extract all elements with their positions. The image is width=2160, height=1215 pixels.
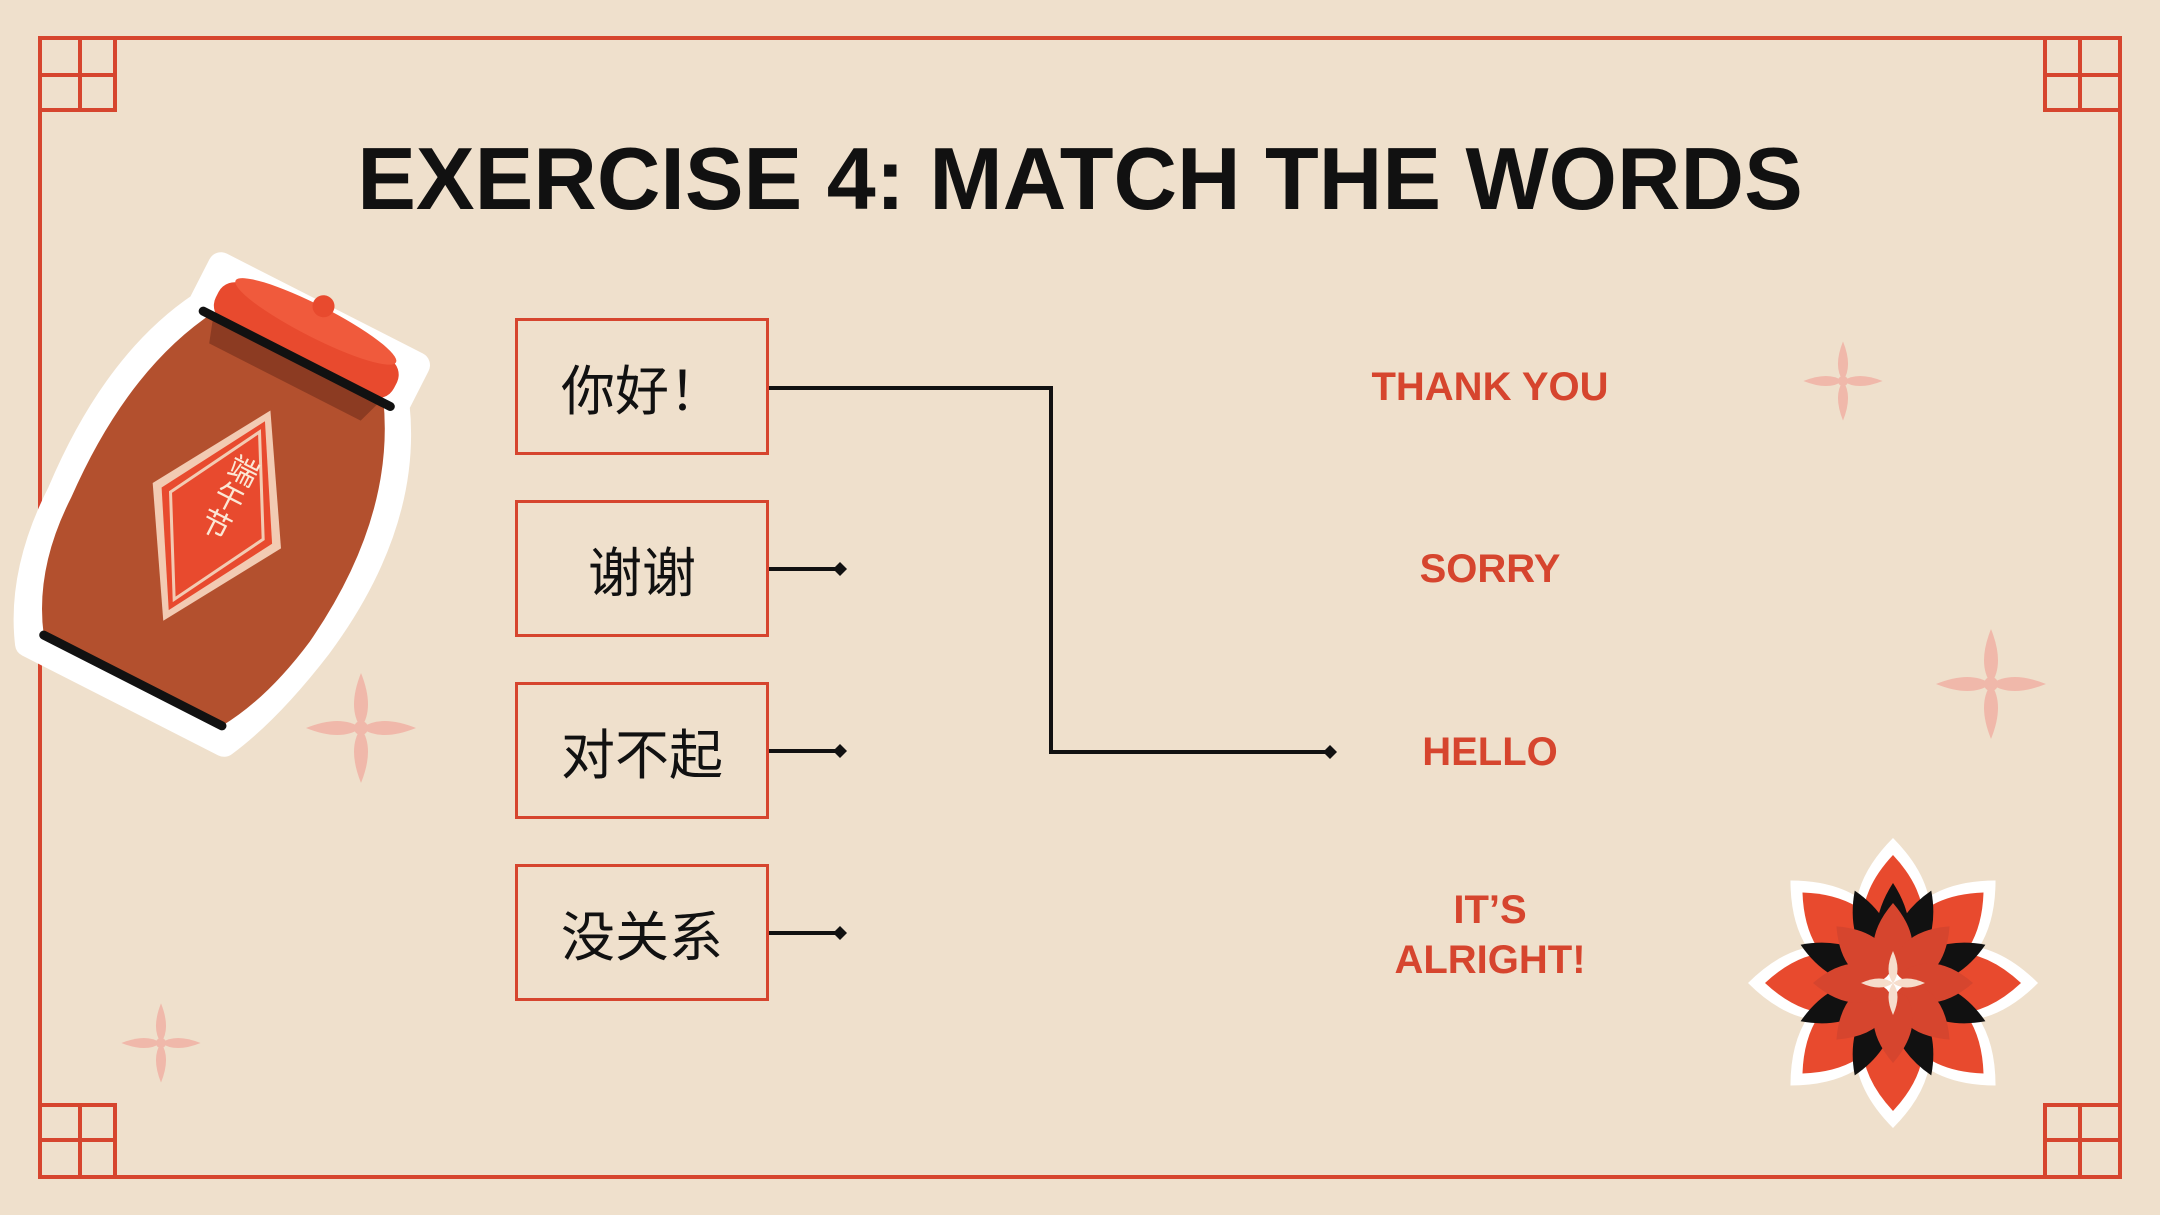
page-title: EXERCISE 4: MATCH THE WORDS (357, 129, 1803, 228)
answer-hello[interactable]: HELLO (1422, 730, 1558, 774)
answer-sorry[interactable]: SORRY (1419, 547, 1561, 591)
lattice-corner-icon (2043, 1103, 2120, 1177)
chinese-word-box-1[interactable]: 你好！ (515, 318, 769, 455)
lattice-corner-icon (2043, 38, 2120, 112)
lattice-corner-icon (40, 1103, 117, 1177)
connector-handle[interactable] (833, 926, 847, 940)
chinese-word-label: 对不起 (561, 724, 723, 787)
chinese-word-label: 没关系 (561, 906, 723, 969)
chinese-word-label: 你好！ (561, 360, 723, 423)
connector-handle[interactable] (833, 744, 847, 758)
lattice-corner-icon (40, 38, 117, 112)
chinese-word-box-4[interactable]: 没关系 (515, 864, 769, 1001)
chinese-word-box-2[interactable]: 谢谢 (515, 500, 769, 637)
connector-handle[interactable] (833, 562, 847, 576)
chinese-word-box-3[interactable]: 对不起 (515, 682, 769, 819)
answer-thank-you[interactable]: THANK YOU (1371, 365, 1609, 409)
answer-its-alright[interactable]: IT’S ALRIGHT! (1394, 888, 1586, 982)
chinese-word-label: 谢谢 (588, 542, 696, 605)
